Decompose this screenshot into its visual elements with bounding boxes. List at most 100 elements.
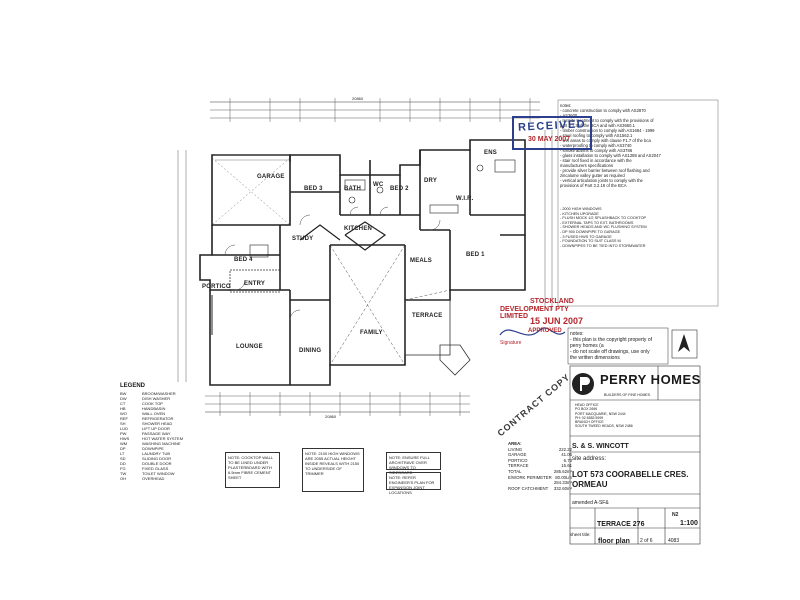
legend-code: WO xyxy=(120,411,127,416)
legend-description: REFRIGERATOR xyxy=(142,416,174,421)
note-engineer: NOTE: REFER ENGINEER'S PLAN FOR EXPANSIO… xyxy=(386,472,441,495)
legend-code: BW xyxy=(120,391,127,396)
kitchen-sink xyxy=(249,244,269,258)
copyright-line: - this plan is the copyright property of xyxy=(570,337,652,343)
note-line: - timber construction to comply with AS1… xyxy=(560,128,655,133)
legend-item: TW TOILET WINDOW xyxy=(120,471,300,476)
copyright-notes: notes:- this plan is the copyright prope… xyxy=(570,331,692,363)
sheet-title-label: sheet title: xyxy=(570,532,591,537)
note-cooktop: NOTE: COOKTOP WALL TO BE LINED UNDER PLA… xyxy=(225,452,280,488)
basin-icon xyxy=(348,196,356,204)
garage-roof-line xyxy=(211,157,291,226)
room-label-terrace: TERRACE xyxy=(412,313,443,319)
copyright-line: - do not scale off drawings, use only xyxy=(570,349,650,355)
legend-item: HB HANDBASIN xyxy=(120,406,300,411)
contact-line: PO BOX 2696 xyxy=(575,407,598,412)
terrace-slab xyxy=(404,299,451,356)
room-label-kitchen: KITCHEN xyxy=(344,226,373,232)
upgrade-line: - EXTERNAL TAPS TO EXT. BATHROOMS xyxy=(560,220,634,225)
area-value: 284.33m² xyxy=(553,480,572,486)
room-label-wir: W.I.R. xyxy=(456,196,474,202)
legend-code: TW xyxy=(120,471,127,476)
area-label: TOTAL xyxy=(508,468,522,474)
area-value: 41.06 xyxy=(561,452,572,458)
garage-hatch xyxy=(215,154,290,161)
legend-code: HWS xyxy=(120,436,130,441)
note-line: - steel roofing to comply with AS1562.1 xyxy=(560,133,633,138)
room-label-lounge: LOUNGE xyxy=(236,344,263,350)
room-label-study: STUDY xyxy=(292,236,314,242)
note-line: - termite treatment to comply with the p… xyxy=(560,118,654,123)
study-angled-wall xyxy=(299,224,341,241)
area-label: E/WORK PERIMETER xyxy=(508,474,552,480)
note-architrave: NOTE: ENSURE FULL ARCHITRAVE OVER WINDOW… xyxy=(386,452,441,475)
dev-stamp-company: STOCKLAND xyxy=(530,298,574,305)
note-line: - waterproofing to comply with AS3740 xyxy=(560,143,632,148)
room-label-portico: PORTICO xyxy=(202,284,231,290)
upgrade-line: - KITCHEN UPGRADE xyxy=(560,211,599,216)
dev-stamp-company-2: DEVELOPMENT PTY LIMITED xyxy=(500,306,569,320)
legend-code: PW xyxy=(120,431,127,436)
perry-homes-logo-icon xyxy=(572,373,594,395)
development-approval-stamp: STOCKLAND DEVELOPMENT PTY LIMITED 15 JUN… xyxy=(500,298,596,358)
legend-description: COOK TOP xyxy=(142,401,163,406)
overall-width-dimension: 20860 xyxy=(352,96,364,101)
legend-description: HANDBASIN xyxy=(142,406,166,411)
room-label-meals: MEALS xyxy=(410,258,432,264)
drawing-scale: 1:100 xyxy=(680,520,698,527)
copyright-line: notes: xyxy=(570,331,584,337)
note-line: zincalume valley gutter as required xyxy=(560,173,625,178)
room-label-ens: ENS xyxy=(484,150,497,156)
note-line: - provide silver barrier between roof fl… xyxy=(560,168,650,173)
note-line: - smoke alarms to comply with AS3786 xyxy=(560,148,633,153)
note-line: - vertical articulation joints to comply… xyxy=(560,178,643,183)
site-address-label: site address: xyxy=(572,456,607,462)
legend-title: LEGEND xyxy=(120,383,146,389)
overall-depth-dimension: 20860 xyxy=(325,414,337,419)
upgrade-line: - FOUNDATION TO SUIT CLASS M xyxy=(560,239,621,244)
site-address-town: ORMEAU xyxy=(572,480,608,489)
dev-stamp-date: 15 JUN 2007 xyxy=(530,316,584,326)
contact-line: SOUTH TWEED HEADS, NSW 2486 xyxy=(575,424,633,429)
area-label: TERRACE xyxy=(508,463,529,469)
legend-code: DW xyxy=(120,396,127,401)
legend-code: HB xyxy=(120,406,126,411)
design-name: TERRACE 276 xyxy=(597,521,645,528)
room-label-entry: ENTRY xyxy=(244,281,266,287)
legend-description: DOWNPIPE xyxy=(142,446,164,451)
signature-scribble xyxy=(499,327,566,336)
upgrade-line: - 2000 HIGH WINDOWS xyxy=(560,207,602,211)
area-value: 80.00Lm xyxy=(555,474,572,480)
room-label-bath: BATH xyxy=(344,186,362,192)
upgrade-line: - DOWNPIPES TO BE TIED INTO STORMWATER xyxy=(560,243,646,248)
bath-tub xyxy=(344,179,366,191)
received-stamp: RECEIVED 30 MAY 2007 xyxy=(512,116,592,150)
received-stamp-date: 30 MAY 2007 xyxy=(528,136,571,143)
upgrade-line: - SHOWER HEADS AND WC FLUSHING SYSTEM xyxy=(560,225,647,230)
area-value: 6.73 xyxy=(563,457,572,463)
legend-item: CT COOK TOP xyxy=(120,401,300,406)
sheet-title: floor plan xyxy=(598,538,630,545)
door-swing xyxy=(299,214,311,226)
legend-code: DP xyxy=(120,446,126,451)
contact-line: HEAD OFFICE xyxy=(575,403,599,407)
legend-description: TOILET WINDOW xyxy=(142,471,175,476)
dev-stamp-approved: APPROVED xyxy=(528,328,562,334)
note-line: provisions of Part 3.2.18 of the BCA xyxy=(560,183,627,188)
area-table-header: AREA: xyxy=(508,441,522,446)
dev-stamp-signature-label: Signature xyxy=(500,340,522,346)
legend-description: OVERHEAD xyxy=(142,476,165,481)
area-value: 222.22 xyxy=(558,446,572,452)
legend-code: CT xyxy=(120,401,126,406)
sheet-number: 2 of 6 xyxy=(640,538,653,544)
legend-description: LIFT UP DOOR xyxy=(142,426,170,431)
contact-line: BRANCH OFFICE xyxy=(575,420,604,425)
